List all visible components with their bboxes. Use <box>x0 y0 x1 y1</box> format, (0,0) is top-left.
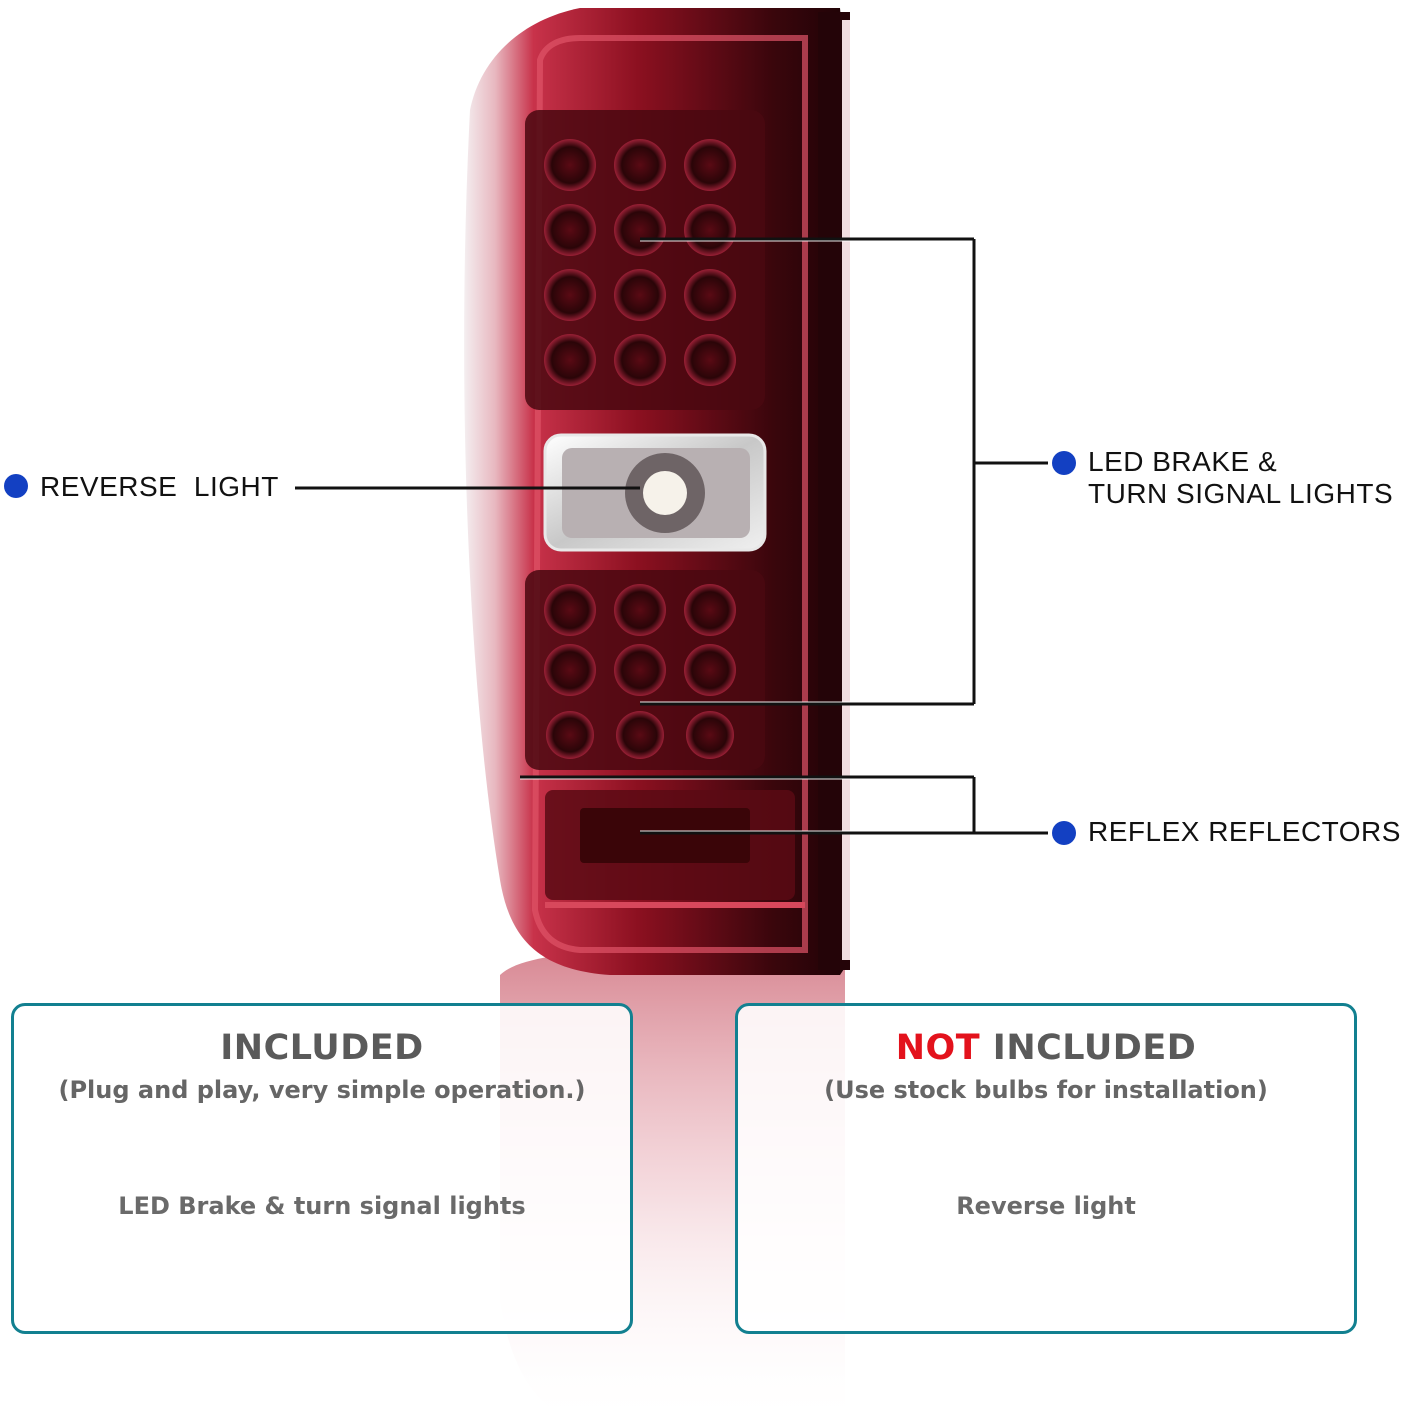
led-array-lower <box>544 584 736 759</box>
included-box: INCLUDED (Plug and play, very simple ope… <box>11 1003 633 1334</box>
reverse-light-label: REVERSE LIGHT <box>40 471 279 502</box>
included-item: LED Brake & turn signal lights <box>118 1192 526 1220</box>
reflex-reflectors-label: REFLEX REFLECTORS <box>1088 816 1401 847</box>
callout-leader-lines <box>295 237 1048 835</box>
not-included-subtitle: (Use stock bulbs for installation) <box>824 1076 1268 1104</box>
included-subtitle: (Plug and play, very simple operation.) <box>58 1076 586 1104</box>
not-included-item: Reverse light <box>956 1192 1136 1220</box>
not-included-title: NOT INCLUDED <box>738 1028 1354 1068</box>
reflex-reflector <box>545 790 805 908</box>
not-included-title-rest: INCLUDED <box>980 1028 1197 1068</box>
reflex-reflectors-dot-icon <box>1052 821 1076 845</box>
reverse-light-housing <box>543 433 767 552</box>
led-brake-dot-icon <box>1052 451 1076 475</box>
led-brake-label-line2: TURN SIGNAL LIGHTS <box>1088 478 1394 509</box>
not-included-box: NOT INCLUDED (Use stock bulbs for instal… <box>735 1003 1357 1334</box>
included-title: INCLUDED <box>220 1028 424 1068</box>
reverse-light-dot-icon <box>4 474 28 498</box>
not-included-title-highlight: NOT <box>895 1028 981 1068</box>
led-array-upper <box>544 139 736 386</box>
led-brake-label-line1: LED BRAKE & <box>1088 446 1278 477</box>
